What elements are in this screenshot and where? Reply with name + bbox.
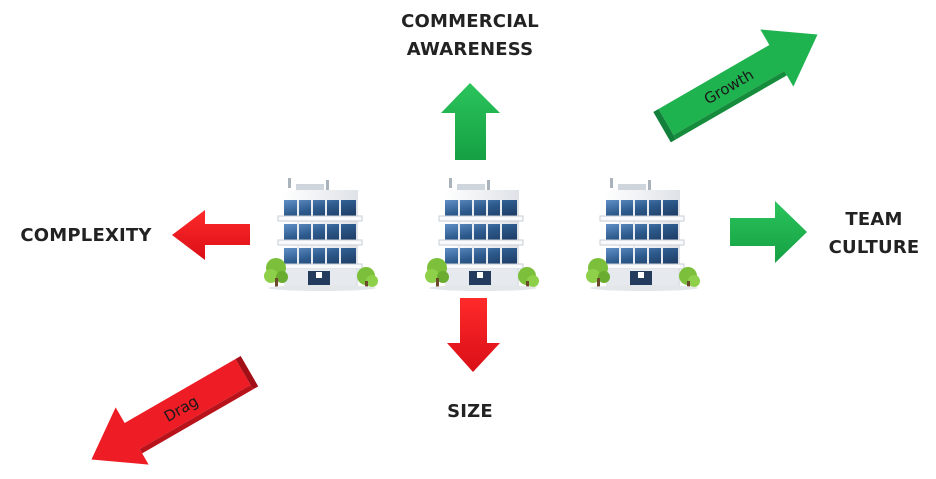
arrow-left-red — [172, 210, 250, 260]
team-culture-label: TEAM CULTURE — [812, 206, 936, 262]
arrow-right-green — [730, 201, 807, 263]
commercial-awareness-line2: AWARENESS — [406, 39, 534, 60]
arrow-down-red — [447, 298, 500, 372]
drag-arrow: Drag — [91, 356, 259, 465]
team-culture-line2: CULTURE — [828, 237, 920, 258]
complexity-label: COMPLEXITY — [20, 225, 152, 246]
arrow-up-green — [441, 83, 500, 160]
growth-arrow: Growth — [653, 29, 818, 143]
commercial-awareness-label: COMMERCIAL AWARENESS — [385, 8, 555, 64]
office-building-icon-center — [424, 177, 540, 292]
team-culture-line1: TEAM — [845, 209, 903, 230]
office-building-icon-left — [263, 177, 379, 292]
size-label: SIZE — [447, 401, 493, 422]
commercial-awareness-line1: COMMERCIAL — [401, 11, 539, 32]
office-building-icon-right — [585, 177, 701, 292]
